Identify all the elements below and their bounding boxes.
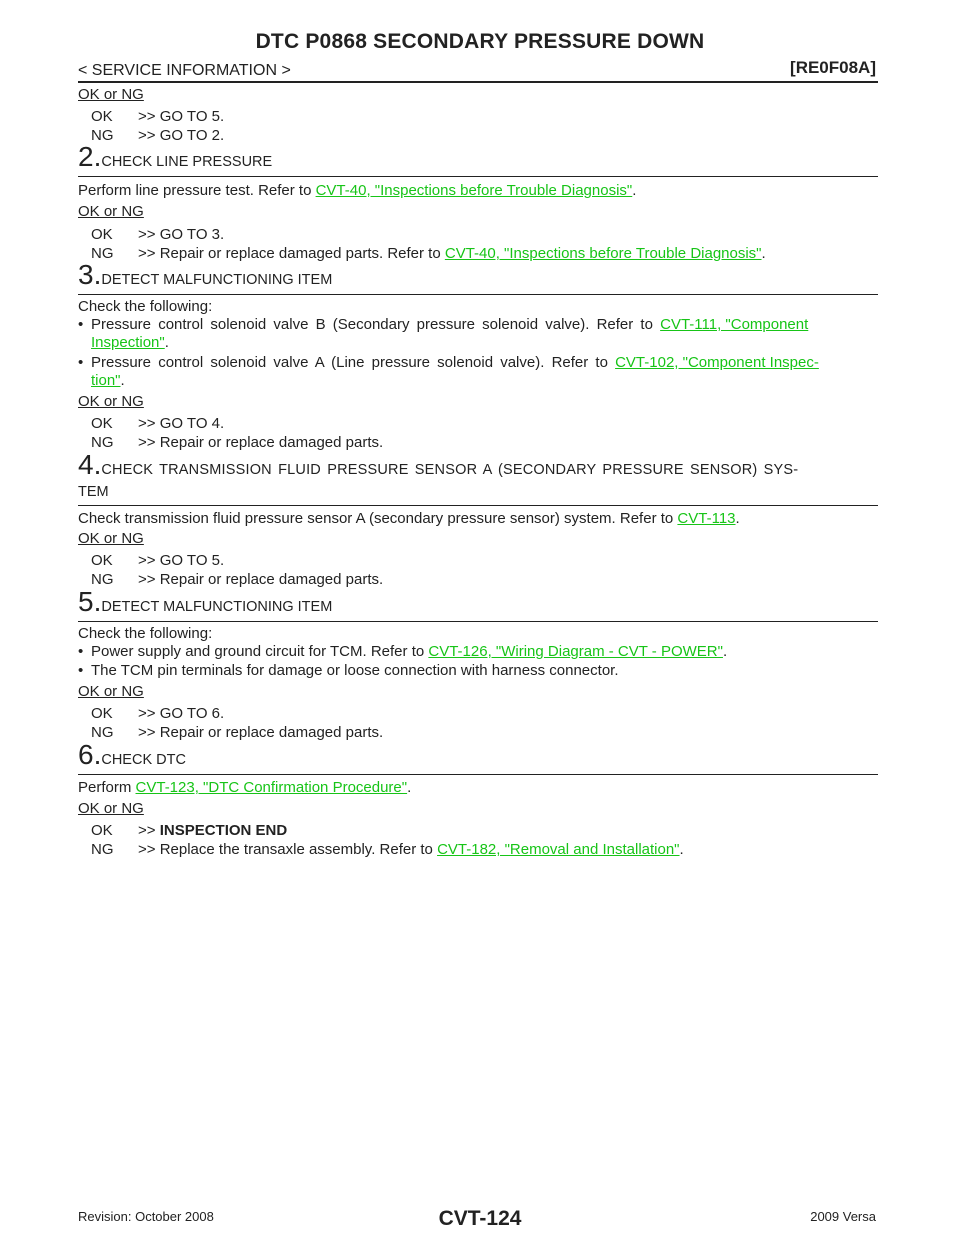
revision-date: Revision: October 2008 [78, 1209, 214, 1224]
result-ok: OK>> GO TO 4. [91, 415, 225, 432]
link-cvt-40[interactable]: CVT-40, "Inspections before Trouble Diag… [444, 245, 762, 262]
step-3-intro: Check the following: [78, 298, 213, 315]
step-3-bullet-2: •Pressure control solenoid valve A (Line… [78, 354, 819, 371]
link-cvt-111[interactable]: CVT-111, "Component [660, 316, 809, 333]
result-ng: NG>> Replace the transaxle assembly. Ref… [91, 841, 684, 858]
step-4-heading: 4.CHECK TRANSMISSION FLUID PRESSURE SENS… [78, 449, 799, 480]
step-divider [78, 774, 878, 775]
result-ok: OK>> GO TO 3. [91, 226, 225, 243]
result-ng: NG>> Repair or replace damaged parts. [91, 434, 384, 451]
link-cvt-123[interactable]: CVT-123, "DTC Confirmation Procedure" [135, 779, 408, 796]
document-code: [RE0F08A] [790, 58, 876, 77]
result-ok: OK>> GO TO 6. [91, 705, 225, 722]
step-2-text: Perform line pressure test. Refer to CVT… [78, 182, 637, 199]
step-3-heading: 3.DETECT MALFUNCTIONING ITEM [78, 259, 333, 290]
okng-label: OK or NG [78, 86, 144, 103]
result-ng: NG>> Repair or replace damaged parts. Re… [91, 245, 766, 262]
step-4-heading-cont: TEM [78, 484, 109, 500]
step-5-bullet-1: •Power supply and ground circuit for TCM… [78, 643, 728, 660]
link-cvt-102[interactable]: tion" [91, 372, 121, 389]
result-ng: NG>> Repair or replace damaged parts. [91, 724, 384, 741]
okng-label: OK or NG [78, 530, 144, 547]
okng-label: OK or NG [78, 203, 144, 220]
step-6-heading: 6.CHECK DTC [78, 739, 186, 770]
step-divider [78, 505, 878, 506]
okng-label: OK or NG [78, 800, 144, 817]
step-3-bullet-1-cont: Inspection". [91, 334, 169, 351]
step-2-heading: 2.CHECK LINE PRESSURE [78, 141, 273, 172]
page-title: DTC P0868 SECONDARY PRESSURE DOWN [255, 30, 705, 53]
result-ok: OK>> GO TO 5. [91, 552, 225, 569]
link-cvt-111[interactable]: Inspection" [91, 334, 165, 351]
result-ok: OK>> GO TO 5. [91, 108, 225, 125]
step-5-intro: Check the following: [78, 625, 213, 642]
header-divider [78, 81, 878, 83]
step-3-bullet-1: •Pressure control solenoid valve B (Seco… [78, 316, 809, 333]
link-cvt-113[interactable]: CVT-113 [677, 510, 736, 527]
model-year: 2009 Versa [810, 1209, 876, 1224]
page-number: CVT-124 [438, 1207, 522, 1230]
link-cvt-40[interactable]: CVT-40, "Inspections before Trouble Diag… [315, 182, 633, 199]
section-tag: < SERVICE INFORMATION > [78, 62, 291, 79]
link-cvt-182[interactable]: CVT-182, "Removal and Installation" [437, 841, 680, 858]
step-5-heading: 5.DETECT MALFUNCTIONING ITEM [78, 586, 333, 617]
link-cvt-102[interactable]: CVT-102, "Component Inspec- [615, 354, 819, 371]
step-divider [78, 621, 878, 622]
okng-label: OK or NG [78, 683, 144, 700]
step-6-text: Perform CVT-123, "DTC Confirmation Proce… [78, 779, 412, 796]
step-divider [78, 294, 878, 295]
result-ok: OK>> INSPECTION END [91, 822, 288, 839]
step-5-bullet-2: •The TCM pin terminals for damage or loo… [78, 662, 619, 679]
step-3-bullet-2-cont: tion". [91, 372, 125, 389]
step-4-text: Check transmission fluid pressure sensor… [78, 510, 740, 527]
step-divider [78, 176, 878, 177]
link-cvt-126[interactable]: CVT-126, "Wiring Diagram - CVT - POWER" [428, 643, 723, 660]
result-ng: NG>> GO TO 2. [91, 127, 225, 144]
okng-label: OK or NG [78, 393, 144, 410]
result-ng: NG>> Repair or replace damaged parts. [91, 571, 384, 588]
